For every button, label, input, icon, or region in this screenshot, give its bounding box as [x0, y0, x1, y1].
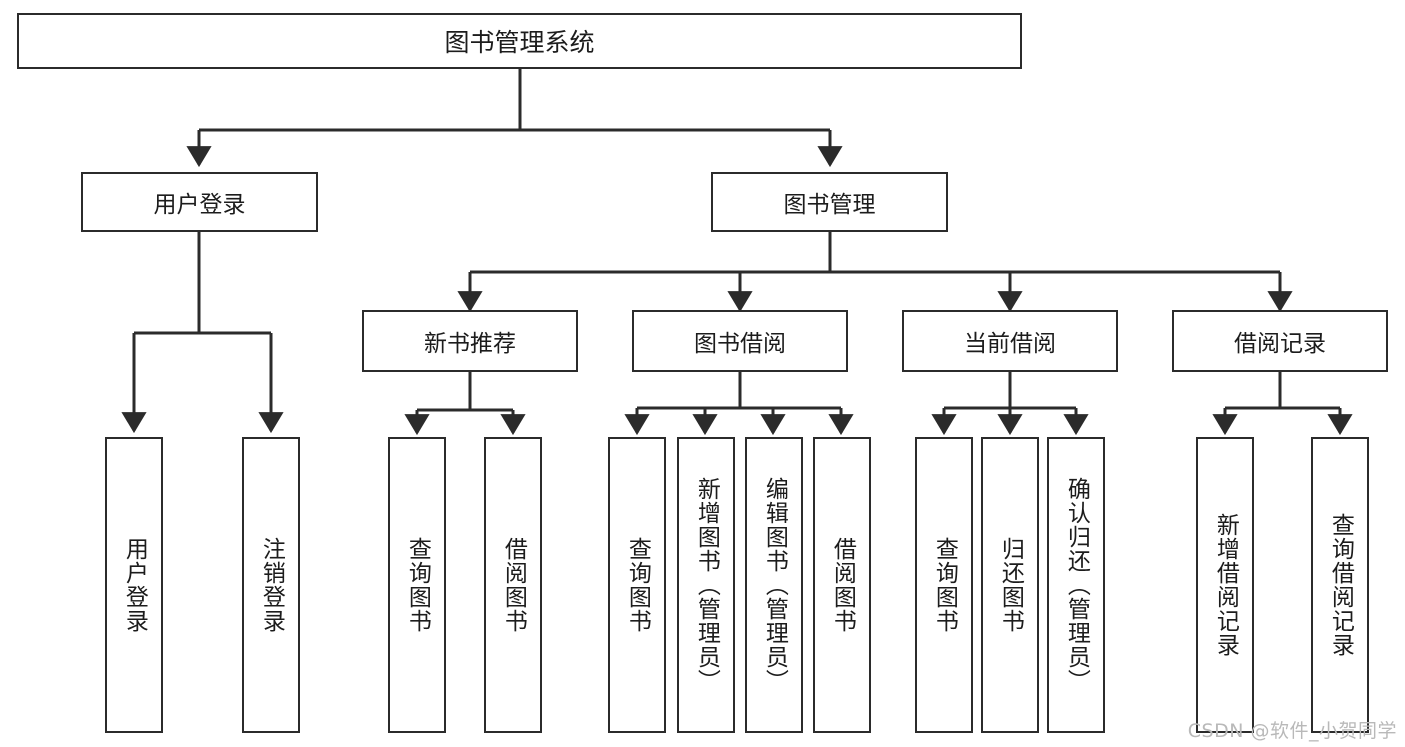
leaf-recommend-query-book[interactable]: 查询图书 [388, 437, 446, 733]
node-book-management[interactable]: 图书管理 [711, 172, 948, 232]
node-new-book-recommend[interactable]: 新书推荐 [362, 310, 578, 372]
watermark: CSDN @软件_小贺同学 [1187, 720, 1397, 742]
node-user-login[interactable]: 用户登录 [81, 172, 318, 232]
leaf-label: 查询图书 [931, 537, 958, 633]
leaf-label: 注销登录 [258, 537, 285, 633]
node-borrow-record-label: 借阅记录 [1234, 331, 1326, 357]
leaf-label: 查询借阅记录 [1327, 513, 1354, 657]
leaf-label: 查询图书 [624, 537, 651, 633]
leaf-borrow-query-book[interactable]: 查询图书 [608, 437, 666, 733]
leaf-recommend-borrow-book[interactable]: 借阅图书 [484, 437, 542, 733]
leaf-label: 编辑图书（管理员） [761, 477, 788, 693]
node-book-borrow[interactable]: 图书借阅 [632, 310, 848, 372]
node-root-label: 图书管理系统 [444, 28, 595, 57]
leaf-label: 用户登录 [121, 537, 148, 633]
leaf-current-return-book[interactable]: 归还图书 [981, 437, 1039, 733]
leaf-borrow-edit-book-admin[interactable]: 编辑图书（管理员） [745, 437, 803, 733]
leaf-label: 新增图书（管理员） [693, 477, 720, 693]
node-book-borrow-label: 图书借阅 [694, 331, 786, 357]
leaf-borrow-add-book-admin[interactable]: 新增图书（管理员） [677, 437, 735, 733]
node-borrow-record[interactable]: 借阅记录 [1172, 310, 1388, 372]
leaf-label: 确认归还（管理员） [1063, 477, 1090, 693]
node-book-management-label: 图书管理 [783, 192, 876, 218]
leaf-label: 查询图书 [404, 537, 431, 633]
leaf-record-query-record[interactable]: 查询借阅记录 [1311, 437, 1369, 733]
leaf-label: 归还图书 [997, 537, 1024, 633]
leaf-borrow-borrow-book[interactable]: 借阅图书 [813, 437, 871, 733]
leaf-current-confirm-return-admin[interactable]: 确认归还（管理员） [1047, 437, 1105, 733]
node-root[interactable]: 图书管理系统 [17, 13, 1022, 69]
leaf-label: 借阅图书 [829, 537, 856, 633]
node-new-book-recommend-label: 新书推荐 [424, 331, 516, 357]
leaf-user-login-logout[interactable]: 注销登录 [242, 437, 300, 733]
node-user-login-label: 用户登录 [153, 192, 246, 218]
leaf-user-login-login[interactable]: 用户登录 [105, 437, 163, 733]
node-current-borrow[interactable]: 当前借阅 [902, 310, 1118, 372]
leaf-label: 借阅图书 [500, 537, 527, 633]
leaf-label: 新增借阅记录 [1212, 513, 1239, 657]
leaf-current-query-book[interactable]: 查询图书 [915, 437, 973, 733]
node-current-borrow-label: 当前借阅 [964, 331, 1056, 357]
leaf-record-add-record[interactable]: 新增借阅记录 [1196, 437, 1254, 733]
